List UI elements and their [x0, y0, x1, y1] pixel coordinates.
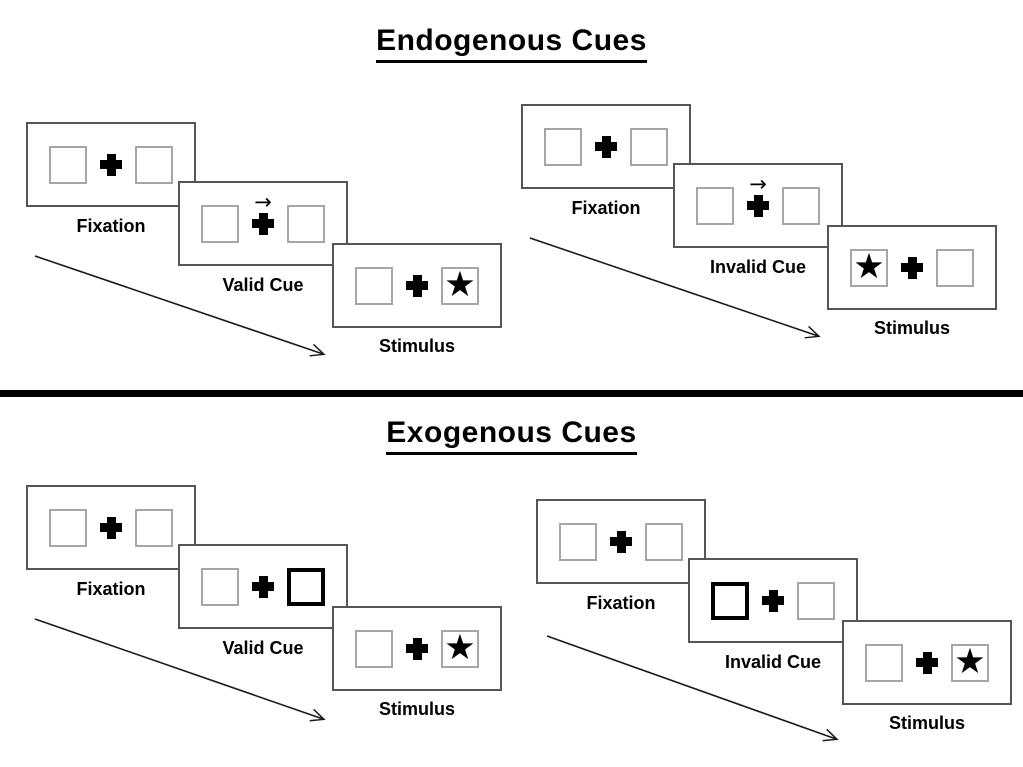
panel-label-fixation: Fixation [76, 216, 146, 236]
left-box [865, 643, 903, 682]
fixation-cross-icon: → [252, 191, 274, 235]
left-box [559, 522, 597, 561]
star-icon: ★ [853, 246, 885, 287]
right-box [936, 248, 974, 287]
fixation-cross-icon: → [747, 173, 769, 217]
section-divider [0, 390, 1023, 397]
right-box [135, 145, 173, 184]
right-box [782, 186, 820, 225]
fixation-panel [521, 104, 691, 189]
cue-panel: → [673, 163, 843, 248]
fixation-cross-icon [916, 651, 938, 674]
panel-label-cue: Valid Cue [222, 275, 304, 295]
right-box-highlighted-cue [287, 567, 325, 606]
cue-panel: → [178, 181, 348, 266]
left-box [201, 204, 239, 243]
right-box-with-target: ★ [441, 264, 479, 305]
left-box [49, 508, 87, 547]
left-box [544, 127, 582, 166]
fixation-panel [536, 499, 706, 584]
star-icon: ★ [954, 641, 986, 682]
star-icon: ★ [444, 264, 476, 305]
fixation-cross-icon [252, 575, 274, 598]
right-box [645, 522, 683, 561]
right-box [630, 127, 668, 166]
stimulus-panel: ★ [842, 620, 1012, 705]
left-box [49, 145, 87, 184]
star-icon: ★ [444, 627, 476, 668]
section-title-text: Exogenous Cues [386, 416, 637, 455]
left-box-with-target: ★ [850, 246, 888, 287]
cue-panel [688, 558, 858, 643]
fixation-panel [26, 122, 196, 207]
panel-label-stimulus: Stimulus [888, 713, 965, 733]
trial-endogenous-valid: → ★ Fixation Valid Cue Stimulus [26, 122, 546, 392]
right-box-with-target: ★ [441, 627, 479, 668]
fixation-cross-icon [406, 637, 428, 660]
section-title-endogenous: Endogenous Cues [0, 24, 1023, 63]
left-box [355, 266, 393, 305]
stimulus-panel: ★ [827, 225, 997, 310]
panel-label-cue: Valid Cue [222, 638, 304, 658]
right-box-with-target: ★ [951, 641, 989, 682]
fixation-cross-icon [762, 589, 784, 612]
trial-endogenous-invalid: → ★ Fixation Invalid Cue Stimulus [521, 104, 1023, 374]
fixation-panel [26, 485, 196, 570]
panel-label-stimulus: Stimulus [873, 318, 950, 338]
panel-label-cue: Invalid Cue [724, 652, 822, 672]
fixation-cross-icon [406, 274, 428, 297]
section-title-exogenous: Exogenous Cues [0, 416, 1023, 455]
trial-exogenous-invalid: ★ Fixation Invalid Cue Stimulus [536, 499, 1023, 767]
right-box [287, 204, 325, 243]
fixation-cross-icon [610, 530, 632, 553]
fixation-cross-icon [901, 256, 923, 279]
right-box [135, 508, 173, 547]
cue-direction-arrow-icon: → [749, 171, 767, 196]
panel-label-stimulus: Stimulus [378, 336, 455, 356]
cue-direction-arrow-icon: → [254, 189, 272, 214]
stimulus-panel: ★ [332, 243, 502, 328]
panel-label-cue: Invalid Cue [709, 257, 807, 277]
trial-exogenous-valid: ★ Fixation Valid Cue Stimulus [26, 485, 546, 755]
fixation-cross-icon [100, 516, 122, 539]
left-box [696, 186, 734, 225]
fixation-cross-icon [100, 153, 122, 176]
right-box [797, 581, 835, 620]
fixation-cross-icon [595, 135, 617, 158]
panel-label-fixation: Fixation [586, 593, 656, 613]
section-title-text: Endogenous Cues [376, 24, 647, 63]
left-box-highlighted-cue [711, 581, 749, 620]
panel-label-stimulus: Stimulus [378, 699, 455, 719]
panel-label-fixation: Fixation [76, 579, 146, 599]
left-box [355, 629, 393, 668]
panel-label-fixation: Fixation [571, 198, 641, 218]
cue-panel [178, 544, 348, 629]
left-box [201, 567, 239, 606]
stimulus-panel: ★ [332, 606, 502, 691]
